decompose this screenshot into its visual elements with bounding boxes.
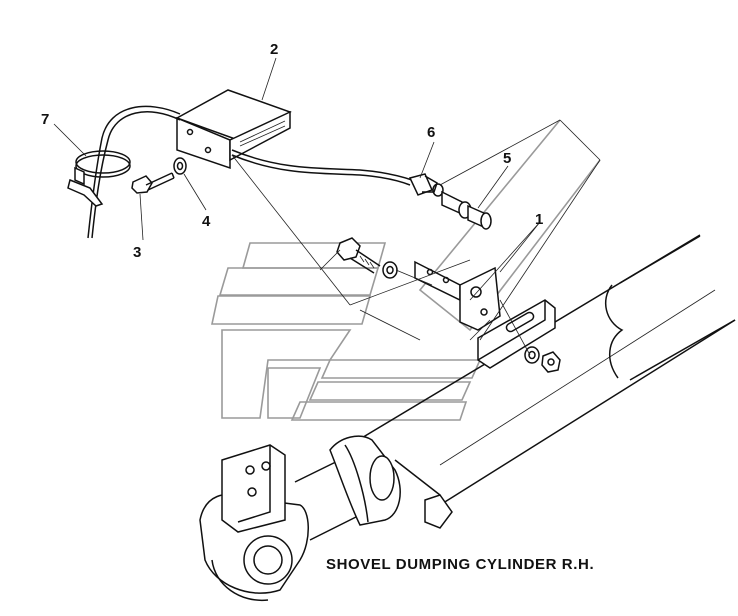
harness-cable (87, 105, 181, 239)
callout-2: 2 (270, 41, 278, 58)
cable-tie-part-7 (67, 150, 131, 207)
proximity-sensor-part-5 (441, 190, 492, 230)
callout-1: 1 (535, 211, 543, 228)
plate-nut-icon (541, 351, 561, 373)
diagram-caption: SHOVEL DUMPING CYLINDER R.H. (326, 556, 594, 573)
callout-labels: 1 2 3 4 5 6 7 (41, 41, 543, 261)
cylinder-rod (294, 435, 453, 541)
bolt-part-3 (131, 172, 175, 194)
control-box-part-2 (175, 89, 292, 170)
callout-4: 4 (202, 213, 211, 230)
tube-mount-plate (477, 299, 556, 369)
washer-part-4 (173, 157, 187, 175)
callout-3: 3 (133, 244, 141, 261)
callout-7: 7 (41, 111, 49, 128)
rod-eye (199, 444, 309, 602)
leader-lines (53, 57, 541, 301)
bracket-part-1 (414, 260, 501, 331)
watermark-logo-icon (211, 119, 601, 421)
callout-5: 5 (503, 150, 511, 167)
bracket-washer (382, 261, 398, 279)
plate-washer (524, 346, 540, 364)
sensor-cable-part-6 (231, 149, 444, 197)
bracket-bolt (336, 237, 381, 274)
projection-lines (231, 119, 601, 356)
callout-6: 6 (427, 124, 435, 141)
cylinder-tube (349, 234, 736, 506)
